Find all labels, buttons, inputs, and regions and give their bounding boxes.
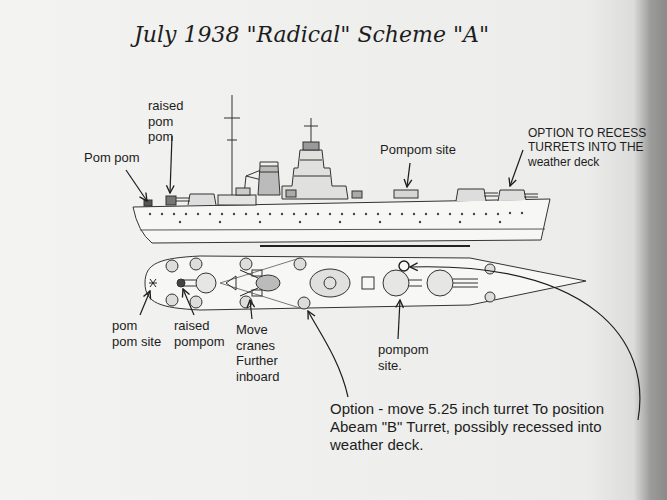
proposal-note: Option - move 5.25 inch turret To positi… [330, 400, 630, 454]
side-elevation [133, 95, 550, 246]
annotation-note: raised pompom [174, 318, 232, 349]
annotation-note: OPTION TO RECESS TURRETS INTO THE weathe… [528, 126, 652, 169]
annotation-note: Pompom site [380, 142, 462, 158]
annotation-note: pom pom site [112, 318, 164, 349]
plan-view [145, 256, 586, 310]
annotation-note: raised pom pom [148, 98, 198, 145]
annotation-note: Move cranes Further inboard [236, 322, 302, 384]
annotation-note: pompom site. [378, 342, 434, 373]
drawing-title: July 1938 "Radical" Scheme "A" [134, 22, 489, 48]
annotation-note: Pom pom [84, 150, 146, 166]
leader-lines [126, 136, 640, 420]
